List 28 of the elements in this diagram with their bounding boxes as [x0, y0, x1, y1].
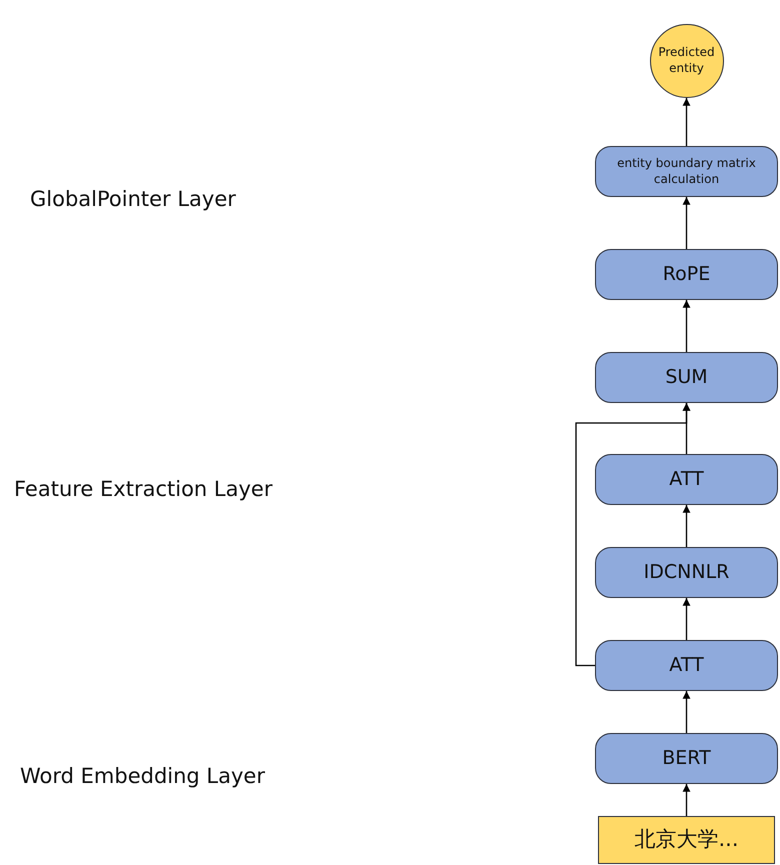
arrow [682, 505, 690, 547]
process-box [595, 352, 778, 403]
process-box [595, 547, 778, 598]
node-label: BERT [661, 746, 712, 771]
layer-label: Feature Extraction Layer [14, 477, 272, 501]
arrow [682, 197, 690, 249]
node-label: ATT [668, 467, 705, 492]
node-label: 北京大学... [633, 826, 740, 854]
node-label: entity boundary matrix calculation [616, 156, 757, 188]
process-box [595, 733, 778, 784]
arrow [575, 403, 690, 666]
process-box [595, 146, 778, 197]
arrow [682, 691, 690, 733]
node-label: RoPE [662, 262, 712, 287]
arrow [682, 598, 690, 640]
node-label: Predicted entity [657, 45, 716, 77]
node-label: IDCNNLR [642, 560, 730, 585]
arrow [682, 300, 690, 352]
process-box [595, 640, 778, 691]
process-box [595, 249, 778, 300]
node-label: ATT [668, 653, 705, 678]
layer-label: GlobalPointer Layer [30, 187, 236, 211]
process-box [595, 454, 778, 505]
layer-label: Word Embedding Layer [20, 764, 265, 788]
node-label: SUM [664, 365, 709, 390]
arrow [682, 98, 690, 146]
input-box [598, 816, 775, 864]
arrow [682, 784, 690, 816]
